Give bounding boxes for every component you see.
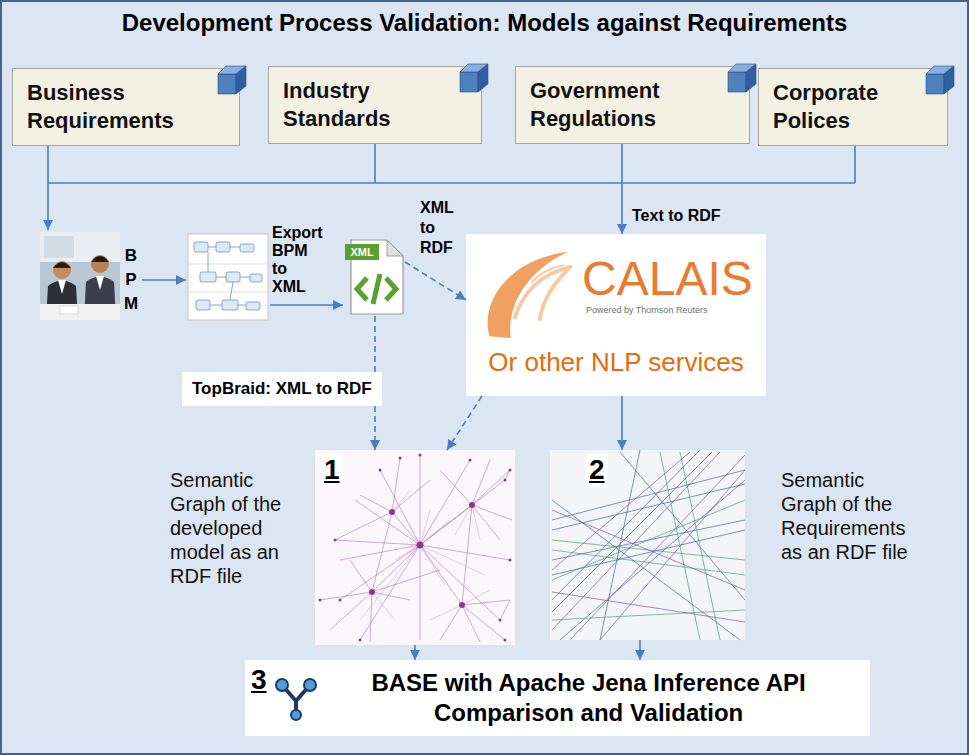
semantic-graph: Semantic Graph of the Requirements as an… (550, 450, 921, 640)
graph-picture-frame: 1 (315, 450, 515, 645)
connector (447, 396, 482, 450)
graph-caption: Semantic Graph of the developed model as… (170, 468, 308, 588)
callout-number: 2 (586, 454, 608, 486)
cube-icon (216, 64, 248, 96)
xml-file-icon: XML (345, 238, 405, 316)
model-graph-picture (315, 450, 515, 645)
graph-picture-frame: 2 (550, 450, 745, 640)
nlp-service-box: CALAISPowered by Thomson Reuters Or other… (466, 234, 766, 396)
box-title: Corporate Polices (773, 79, 915, 135)
semantic-graph: Semantic Graph of the developed model as… (170, 450, 515, 645)
edge-label: XML to RDF (420, 198, 460, 258)
cube-icon (726, 62, 758, 94)
edge-label-anchor: XML to RDF (420, 198, 460, 258)
requirement-box: Government Regulations (515, 66, 750, 144)
jena-logo (273, 675, 319, 721)
box-title: BASE with Apache Jena Inference API Comp… (349, 668, 829, 728)
cube-icon (458, 62, 490, 94)
connector (639, 640, 641, 660)
callout-number: 3 (251, 664, 267, 696)
requirement-box: Corporate Polices (758, 68, 948, 146)
edge-label: TopBraid: XML to RDF (182, 372, 382, 406)
bpm-model-image (188, 234, 268, 320)
graph-caption: Semantic Graph of the Requirements as an… (781, 468, 921, 564)
requirement-box: Business Requirements (12, 68, 240, 146)
file-tag: XML (345, 244, 379, 260)
step-label: Export BPM to XML (272, 224, 324, 296)
step-label: B P M (124, 244, 138, 316)
box-title: Business Requirements (27, 79, 207, 135)
service-note: Or other NLP services (474, 346, 758, 378)
requirement-box: Industry Standards (268, 66, 482, 144)
connector (414, 645, 416, 660)
callout-number: 1 (321, 454, 343, 486)
service-credit: Powered by Thomson Reuters (586, 304, 758, 316)
title-anchor: Development Process Validation: Models a… (0, 8, 969, 38)
box-title: Government Regulations (530, 77, 717, 133)
connectors (375, 144, 640, 660)
edge-label-anchor: Text to RDF (630, 206, 723, 226)
connector (405, 262, 466, 300)
service-logo-text: CALAIS (582, 254, 758, 304)
box-title: Industry Standards (283, 77, 449, 133)
label-anchor: Export BPM to XML (272, 224, 324, 296)
validation-box: 3 BASE with Apache Jena Inference API Com… (245, 660, 870, 736)
connector (621, 144, 623, 234)
meeting-photo (40, 232, 120, 320)
cube-icon (924, 64, 956, 96)
merge-lines (48, 140, 855, 305)
edge-label: Text to RDF (630, 206, 723, 226)
edge-label-anchor: TopBraid: XML to RDF (182, 372, 382, 406)
label-anchor: B P M (124, 244, 138, 316)
service-logo (476, 244, 572, 340)
requirements-graph-picture (550, 450, 745, 640)
diagram-title: Development Process Validation: Models a… (0, 8, 969, 38)
connector (621, 396, 623, 450)
